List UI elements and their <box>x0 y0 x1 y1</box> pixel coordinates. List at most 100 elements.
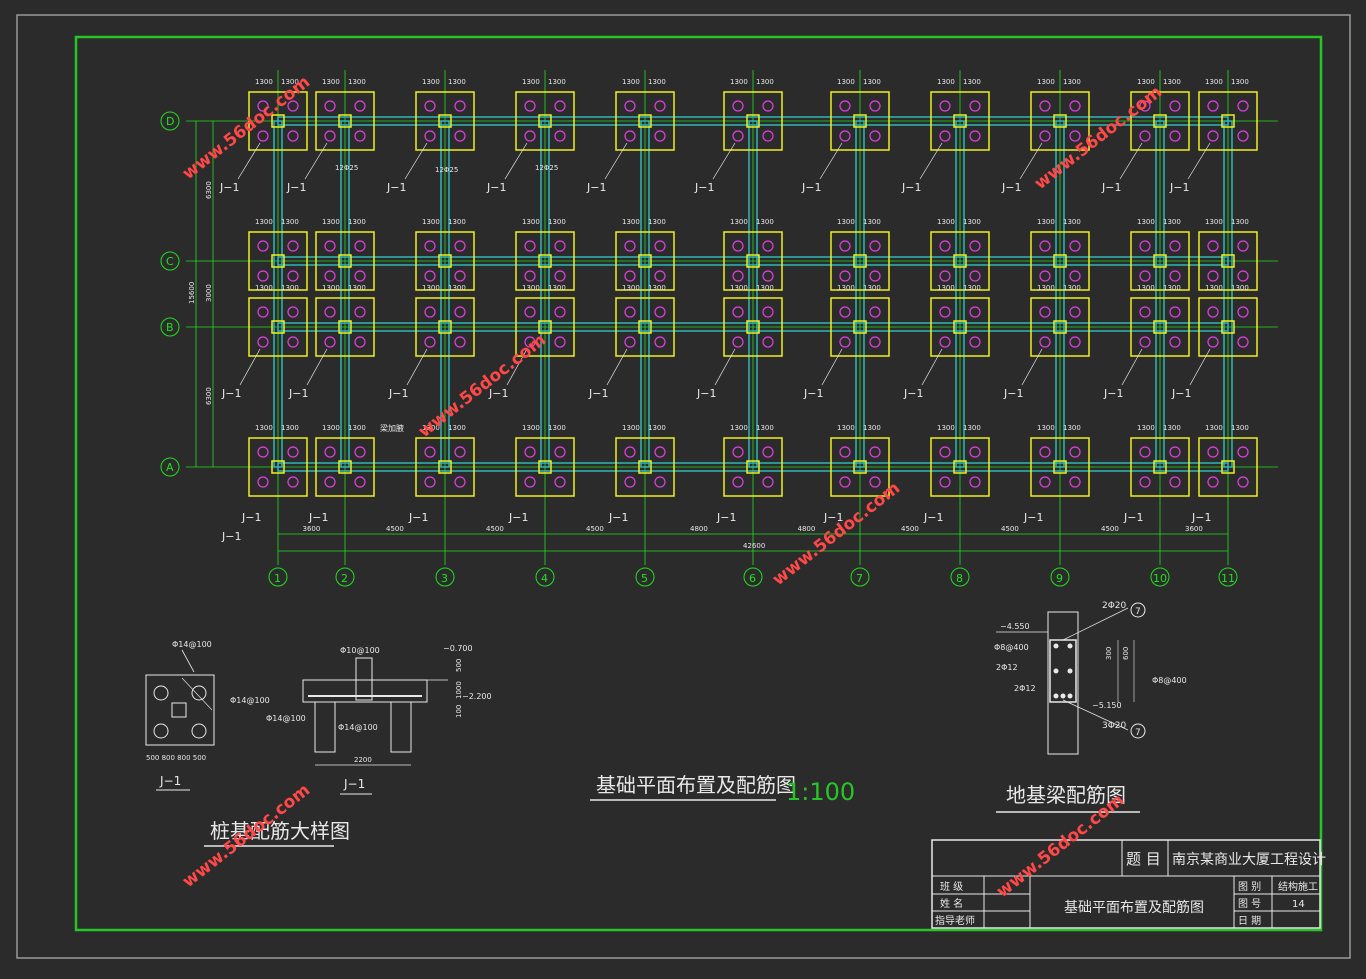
dim-label: 1300 <box>448 218 466 226</box>
pile <box>1139 476 1151 488</box>
column <box>853 320 867 334</box>
title-block-project-name: 南京某商业大厦工程设计 <box>1172 852 1326 868</box>
pile <box>732 446 744 458</box>
dim-label: 1300 <box>963 78 981 86</box>
column <box>338 460 352 474</box>
pile <box>1139 336 1151 348</box>
pile <box>287 476 299 488</box>
footing-J1 <box>415 437 475 497</box>
pile <box>454 270 466 282</box>
pile <box>1207 336 1219 348</box>
pile <box>939 240 951 252</box>
footing-label: J−1 <box>219 181 239 194</box>
axis-label: 4 <box>541 572 548 585</box>
footing-label: J−1 <box>903 387 923 400</box>
foundation-beam <box>955 120 965 468</box>
footing-J1 <box>1198 297 1258 357</box>
footing-J1 <box>830 231 890 291</box>
column <box>1221 320 1235 334</box>
column <box>746 320 760 334</box>
pile <box>1169 446 1181 458</box>
dim-label: 1300 <box>863 284 881 292</box>
foundation-beam <box>855 120 865 468</box>
pile <box>287 446 299 458</box>
pile <box>424 240 436 252</box>
pile <box>257 240 269 252</box>
pile <box>287 240 299 252</box>
column <box>1153 254 1167 268</box>
pile <box>1169 476 1181 488</box>
column <box>1053 254 1067 268</box>
column <box>338 320 352 334</box>
pile <box>869 240 881 252</box>
pile <box>1169 130 1181 142</box>
leader-line <box>304 142 328 180</box>
span-dim: 4800 <box>690 525 708 533</box>
axis-label: D <box>166 115 174 128</box>
pile <box>624 100 636 112</box>
reinf-label: 12Φ25 <box>535 164 558 172</box>
total-dim: 42600 <box>743 542 765 550</box>
dim-label: 1300 <box>1137 284 1155 292</box>
footing-J1 <box>248 297 308 357</box>
dim-label: 1300 <box>1205 78 1223 86</box>
dim-label: 1300 <box>756 78 774 86</box>
title-block-num-value: 14 <box>1292 899 1305 910</box>
pile <box>839 336 851 348</box>
footing-J1 <box>1198 231 1258 291</box>
column <box>746 460 760 474</box>
dim-label: 1300 <box>1231 284 1249 292</box>
pile <box>524 100 536 112</box>
pile <box>257 100 269 112</box>
footing-label: J−1 <box>308 511 328 524</box>
dim-label: 1300 <box>322 284 340 292</box>
dim-label: 1300 <box>448 78 466 86</box>
pile <box>732 240 744 252</box>
total-dim: 15600 <box>188 282 196 304</box>
beam-ref-num: 7 <box>1135 728 1141 738</box>
pile-plan-column <box>171 702 187 718</box>
dim-label: 1300 <box>730 218 748 226</box>
pile <box>654 446 666 458</box>
pile <box>1169 100 1181 112</box>
pile <box>1207 100 1219 112</box>
footing-label: J−1 <box>608 511 628 524</box>
axis-bubble <box>1218 567 1238 587</box>
dim-label: 1300 <box>756 284 774 292</box>
span-dim: 6300 <box>205 387 213 405</box>
dim-label: 1300 <box>1063 218 1081 226</box>
pile <box>969 240 981 252</box>
column <box>271 460 285 474</box>
pile <box>839 240 851 252</box>
beam-bar <box>1060 693 1066 699</box>
pile-sec-column <box>355 657 373 701</box>
dim-label: 1300 <box>963 218 981 226</box>
pile <box>762 240 774 252</box>
beam-bar <box>1067 668 1073 674</box>
dim-label: 1300 <box>255 218 273 226</box>
span-dim: 4500 <box>386 525 404 533</box>
column <box>1053 114 1067 128</box>
pile-sec-rebar-c: Φ14@100 <box>338 723 378 732</box>
column <box>953 114 967 128</box>
pile <box>1207 130 1219 142</box>
dim-label: 1300 <box>448 424 466 432</box>
column <box>271 114 285 128</box>
dim-label: 1300 <box>937 78 955 86</box>
dim-label: 1300 <box>548 284 566 292</box>
pile-dim-1000: 1000 <box>455 681 463 699</box>
pile <box>324 306 336 318</box>
pile <box>732 476 744 488</box>
footing-label: J−1 <box>488 387 508 400</box>
beam-elev-bot: −5.150 <box>1092 701 1122 710</box>
pile <box>969 476 981 488</box>
title-block-num-label: 图 号 <box>1238 898 1261 910</box>
pile <box>939 446 951 458</box>
footing-label: J−1 <box>1191 511 1211 524</box>
pile <box>354 446 366 458</box>
beam-column <box>1047 611 1079 755</box>
pile <box>939 476 951 488</box>
pile <box>762 306 774 318</box>
dim-label: 1300 <box>1231 78 1249 86</box>
